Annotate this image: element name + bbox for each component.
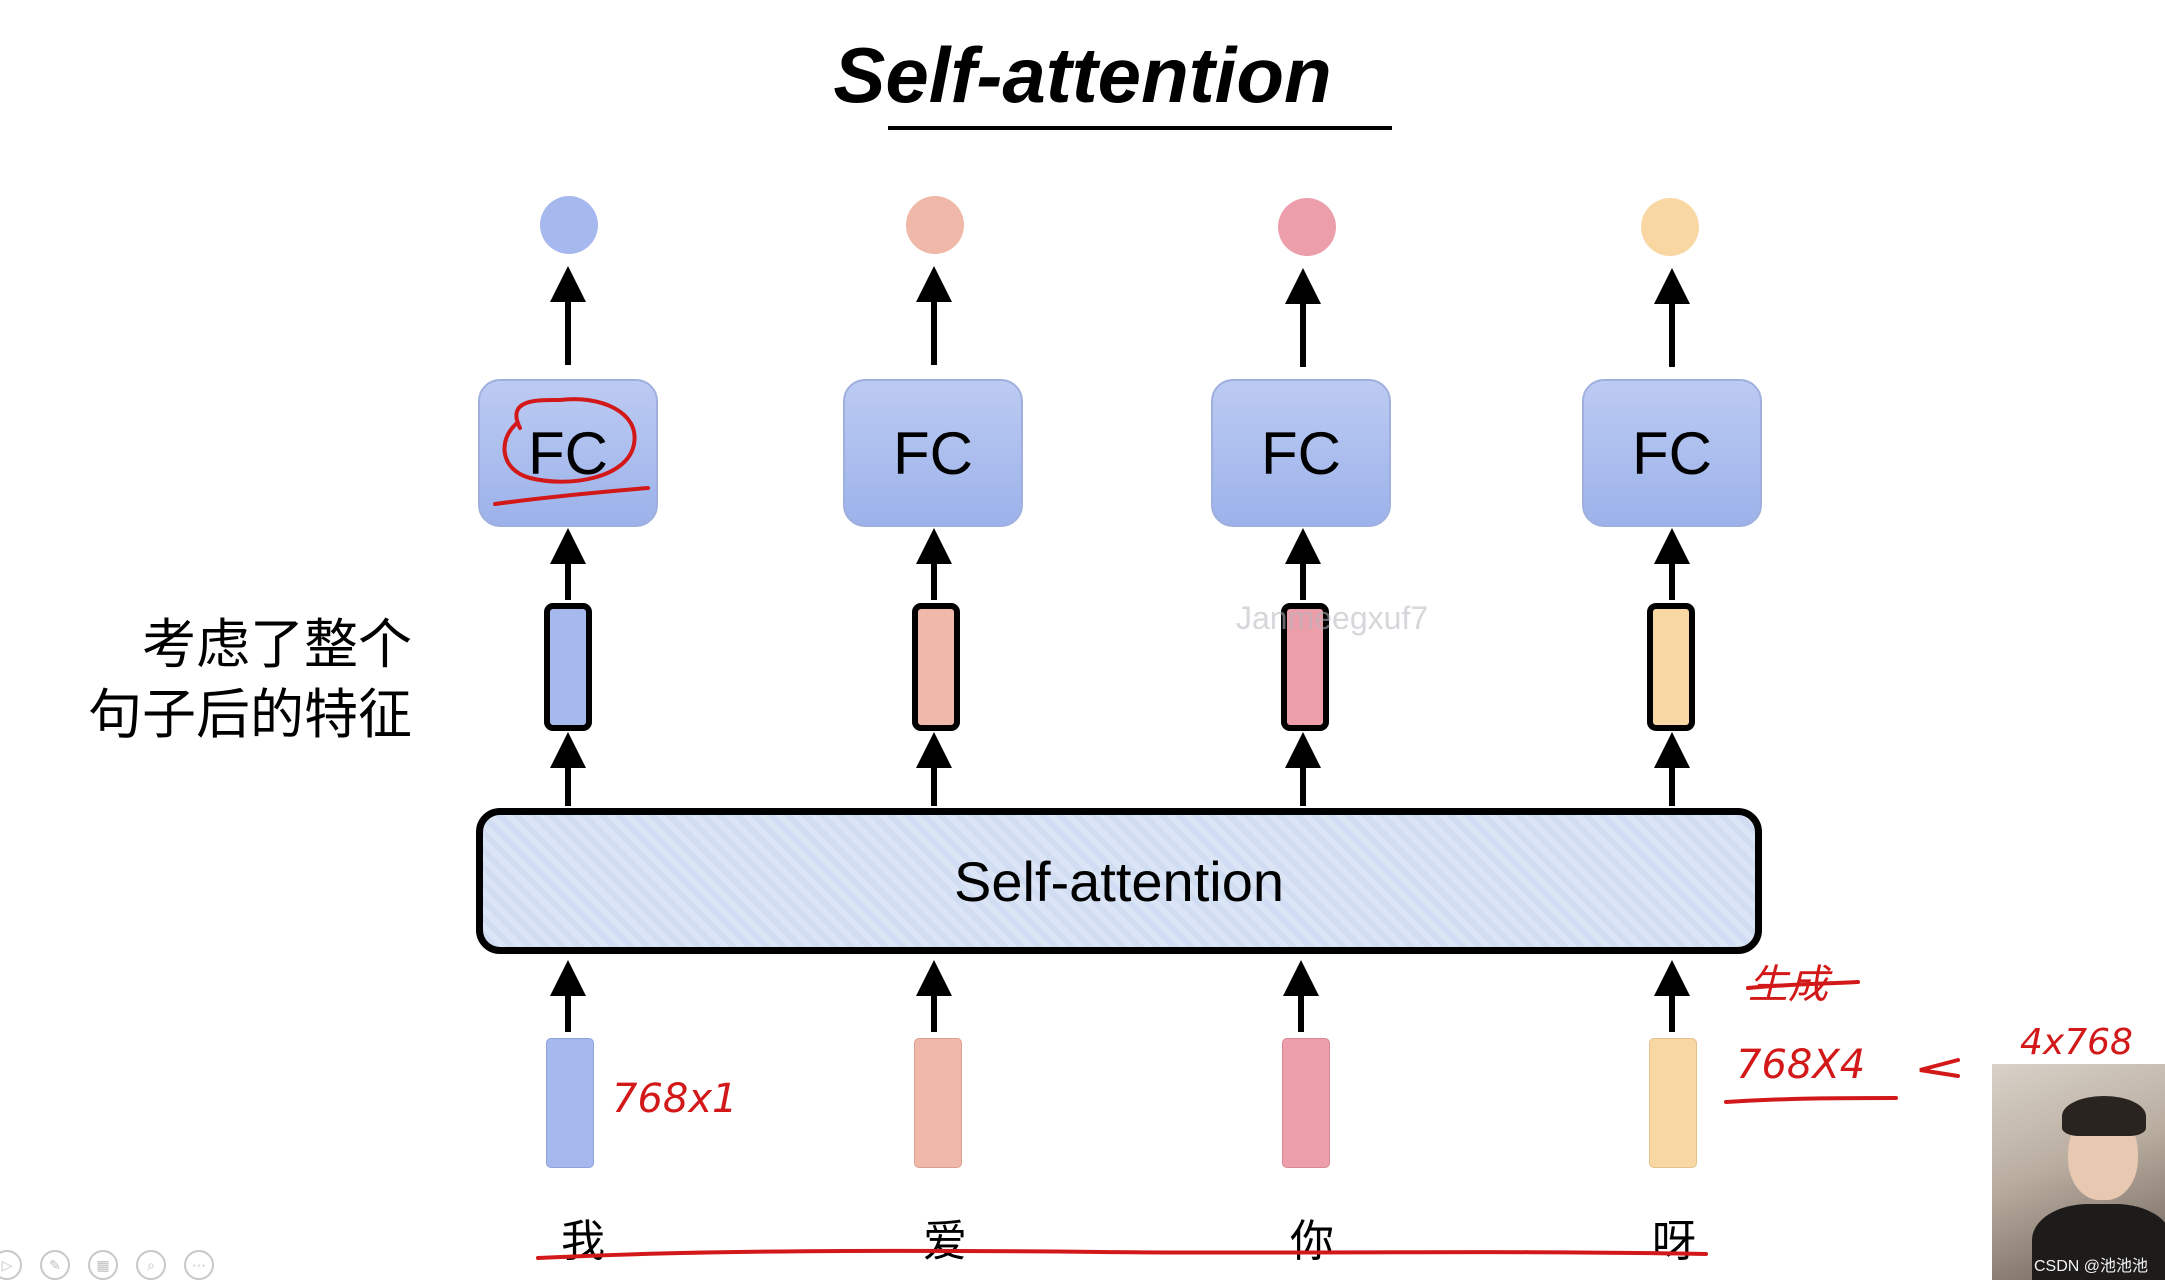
fc-label: FC (528, 419, 608, 487)
slide-title: Self-attention (833, 31, 1332, 119)
side-note: 考虑了整个 句子后的特征 (40, 610, 412, 750)
zoom-icon[interactable]: ⌕ (136, 1250, 166, 1280)
side-note-line-2: 句子后的特征 (88, 683, 412, 747)
annotation-underline-right (1724, 1096, 1898, 1104)
self-attention-block: Self-attention (476, 808, 1762, 954)
webcam-overlay (1992, 1064, 2165, 1280)
fc-box-2: FC (843, 379, 1023, 527)
fc-label: FC (1261, 419, 1341, 487)
annotation-underline-words (536, 1248, 1708, 1260)
annotation-circle-fc (502, 397, 637, 484)
pen-icon[interactable]: ✎ (40, 1250, 70, 1280)
annotation-arrow-left (1919, 1058, 1960, 1078)
feature-vector-2 (912, 603, 960, 731)
input-word-2: 爱 (923, 1216, 967, 1267)
input-word-3: 你 (1290, 1216, 1334, 1267)
webcam-person-hair (2062, 1096, 2146, 1136)
annotation-strike (1746, 980, 1860, 990)
input-embedding-2 (914, 1038, 962, 1168)
annotation-right-note-strike: 生成 (1748, 962, 1833, 1008)
output-dot-2 (906, 196, 964, 254)
fc-label: FC (893, 419, 973, 487)
fc-label: FC (1632, 419, 1712, 487)
feature-vector-1 (544, 603, 592, 731)
annotation-right-note: 768X4 (1736, 1042, 1865, 1088)
title-underline (888, 126, 1392, 130)
annotation-underline-fc (493, 486, 650, 506)
watermark: Janmeegxuf7 (1236, 600, 1429, 636)
output-dot-1 (540, 196, 598, 254)
more-icon[interactable]: ⋯ (184, 1250, 214, 1280)
fc-box-3: FC (1211, 379, 1391, 527)
input-embedding-1 (546, 1038, 594, 1168)
annotation-emb-note: 768x1 (612, 1076, 737, 1122)
input-embedding-3 (1282, 1038, 1330, 1168)
feature-vector-4 (1647, 603, 1695, 731)
credit-text: CSDN @池池池 (2034, 1258, 2149, 1275)
side-note-line-1: 考虑了整个 (142, 613, 412, 676)
input-word-4: 呀 (1652, 1216, 1696, 1267)
feature-vector-3 (1281, 603, 1329, 731)
input-embedding-4 (1649, 1038, 1697, 1168)
output-dot-3 (1278, 198, 1336, 256)
fc-box-4: FC (1582, 379, 1762, 527)
slides-icon[interactable]: ▦ (88, 1250, 118, 1280)
annotation-right-note-far: 4x768 (2020, 1022, 2133, 1063)
play-icon[interactable]: ▷ (0, 1250, 22, 1280)
self-attention-label: Self-attention (954, 849, 1284, 913)
webcam-person-body (2032, 1204, 2165, 1280)
output-dot-4 (1641, 198, 1699, 256)
